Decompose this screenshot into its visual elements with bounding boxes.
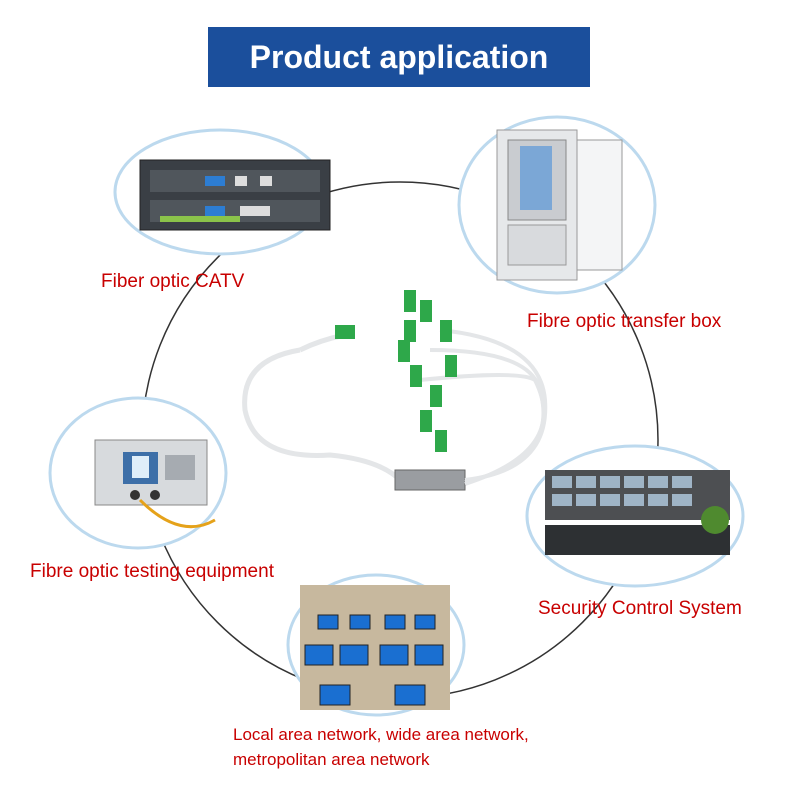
test-instrument-icon [48,396,228,550]
plc-splitter-icon [242,290,548,491]
label-security-control: Security Control System [538,598,742,619]
label-fiber-optic-catv: Fiber optic CATV [101,271,245,292]
label-testing-equipment: Fibre optic testing equipment [30,561,274,582]
cabinet-icon [457,115,657,295]
label-network-line1: Local area network, wide area network, [233,725,529,744]
computer-lab-icon [286,573,466,717]
rack-equipment-icon [113,128,331,256]
label-network-line2: metropolitan area network [233,750,430,769]
control-room-icon [525,444,745,588]
page-title: Product application [208,27,590,87]
label-transfer-box: Fibre optic transfer box [527,311,722,332]
